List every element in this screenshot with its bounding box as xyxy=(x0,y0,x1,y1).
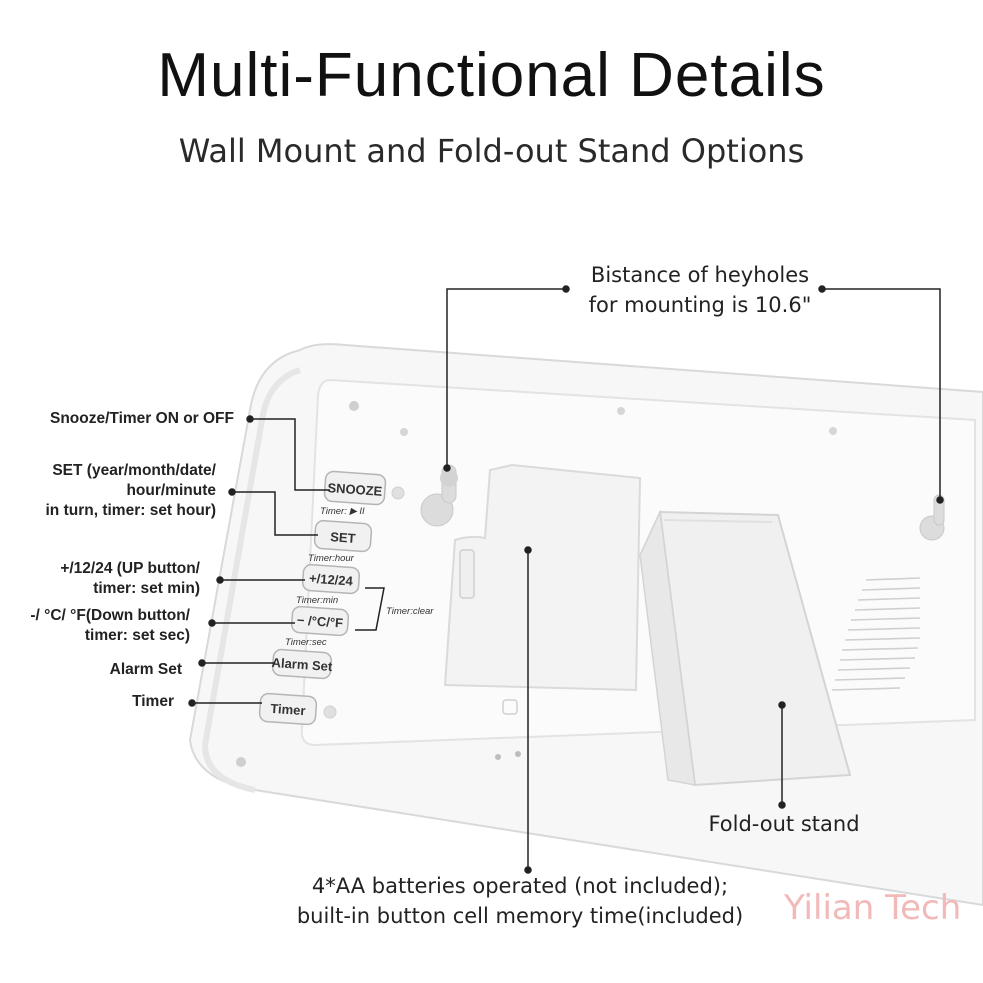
keyhole-callout: Bistance of heyholes for mounting is 10.… xyxy=(540,260,860,320)
page-subtitle: Wall Mount and Fold-out Stand Options xyxy=(178,132,805,170)
stand-callout: Fold-out stand xyxy=(708,812,860,836)
label-snooze: Snooze/Timer ON or OFF xyxy=(49,410,234,427)
battery-latch xyxy=(459,549,475,599)
keyhole-left xyxy=(420,464,458,527)
label-set-line2: hour/minute xyxy=(126,482,216,499)
svg-text:Timer: Timer xyxy=(270,701,306,718)
timer-clear-bracket xyxy=(355,587,385,631)
screw-hole xyxy=(400,428,408,436)
keyhole-callout-line2: for mounting is 10.6" xyxy=(588,293,812,317)
screw-hole xyxy=(236,757,246,767)
label-timer: Timer xyxy=(132,693,174,710)
snooze-sub-label: Timer: ▶ II xyxy=(320,506,365,517)
screw-hole xyxy=(391,486,405,500)
label-down-line1: -/ °C/ °F(Down button/ xyxy=(30,607,190,624)
device-button-down: − /°C/°F xyxy=(290,605,350,637)
screw-hole xyxy=(323,705,337,719)
battery-callout-line1: 4*AA batteries operated (not included); xyxy=(311,874,729,898)
up-sub-label: Timer:min xyxy=(296,595,338,606)
label-down: -/ °C/ °F(Down button/ timer: set sec) xyxy=(0,606,190,646)
svg-text:+/12/24: +/12/24 xyxy=(309,571,354,589)
device-button-timer: Timer xyxy=(258,692,318,726)
set-sub-label: Timer:hour xyxy=(308,553,355,564)
device-button-up: +/12/24 xyxy=(301,563,361,595)
device-button-alarm: Alarm Set xyxy=(271,648,333,680)
svg-text:SNOOZE: SNOOZE xyxy=(327,480,383,499)
down-sub-label: Timer:sec xyxy=(285,637,327,648)
battery-callout-line2: built-in button cell memory time(include… xyxy=(296,904,744,928)
timer-clear-label: Timer:clear xyxy=(386,606,434,617)
label-alarm: Alarm Set xyxy=(109,661,182,678)
device-button-snooze: SNOOZE xyxy=(323,470,387,506)
screw-hole xyxy=(829,427,837,435)
battery-callout: 4*AA batteries operated (not included); … xyxy=(240,871,800,931)
leader-lines xyxy=(188,285,944,874)
label-down-line2: timer: set sec) xyxy=(84,627,190,644)
keyhole-callout-line1: Bistance of heyholes xyxy=(590,263,810,287)
reset-hole xyxy=(502,699,518,715)
svg-text:SET: SET xyxy=(330,529,356,546)
label-up-line1: +/12/24 (UP button/ xyxy=(60,560,200,577)
screw-hole xyxy=(349,401,359,411)
svg-text:− /°C/°F: − /°C/°F xyxy=(296,612,343,630)
speaker-grille xyxy=(831,577,921,691)
label-up: +/12/24 (UP button/ timer: set min) xyxy=(0,559,200,599)
watermark: Yilian Tech xyxy=(784,888,962,928)
device-button-set: SET xyxy=(313,519,373,553)
label-set: SET (year/month/date/ hour/minute in tur… xyxy=(0,461,217,521)
svg-text:Alarm Set: Alarm Set xyxy=(271,655,333,674)
label-up-line2: timer: set min) xyxy=(93,580,200,597)
label-set-line1: SET (year/month/date/ xyxy=(52,462,216,479)
screw-hole xyxy=(617,407,625,415)
page-title: Multi-Functional Details xyxy=(157,41,826,110)
label-set-line3: in turn, timer: set hour) xyxy=(45,502,217,519)
battery-compartment xyxy=(443,463,642,692)
clock-side-edge xyxy=(201,367,302,793)
